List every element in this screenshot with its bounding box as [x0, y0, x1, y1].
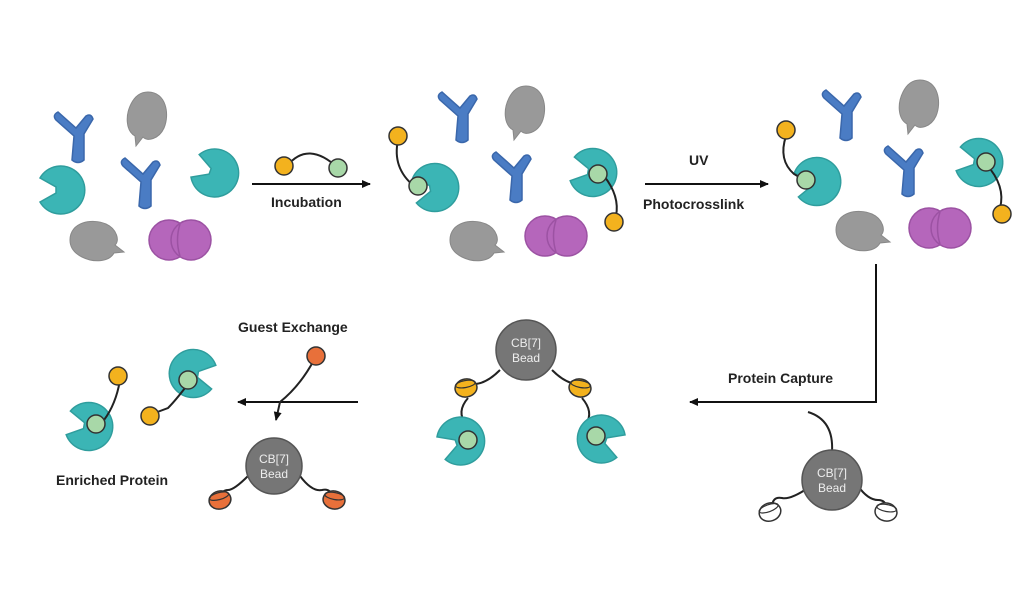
- bead-label-line1: CB[7]: [259, 452, 289, 466]
- probe-ligand: [586, 426, 606, 446]
- cb7-host: [755, 499, 785, 525]
- incubation-label: Incubation: [271, 194, 342, 210]
- dimer-protein: [524, 215, 588, 257]
- cb7-host-guest: [206, 487, 234, 513]
- cb7-bead: [245, 437, 303, 495]
- receptor-protein: [437, 91, 478, 144]
- incubation-step: [252, 152, 371, 188]
- probe-photocrosslinker: [388, 126, 408, 146]
- photocrosslink-label: Photocrosslink: [643, 196, 745, 212]
- pacman-protein: [186, 142, 247, 205]
- protein-capture-label: Protein Capture: [728, 370, 834, 386]
- drop-protein: [449, 220, 505, 262]
- probe-ligand: [328, 158, 348, 178]
- probe-photocrosslinker: [992, 204, 1012, 224]
- dimer-protein: [908, 207, 972, 249]
- enriched-protein-label: Enriched Protein: [56, 472, 169, 488]
- bead-label-line2: Bead: [818, 481, 846, 495]
- bead-label-line2: Bead: [260, 467, 288, 481]
- capture-connector: [807, 411, 834, 453]
- bead-linker: [473, 369, 501, 385]
- probe-photocrosslinker: [604, 212, 624, 232]
- bead-label-line1: CB[7]: [817, 466, 847, 480]
- bead-label-line2: Bead: [512, 351, 540, 365]
- drop-protein: [898, 79, 940, 135]
- probe-ligand: [976, 152, 996, 172]
- receptor-protein: [821, 89, 862, 142]
- cb7-host-bound: [452, 376, 480, 400]
- receptor-protein: [53, 111, 94, 164]
- probe-photocrosslinker: [140, 406, 160, 426]
- protein-mixture-panel: [39, 91, 247, 262]
- probe-ligand: [178, 370, 198, 390]
- probe-ligand: [796, 170, 816, 190]
- probe-photocrosslinker: [108, 366, 128, 386]
- probe-photocrosslinker: [274, 156, 294, 176]
- drop-protein: [504, 85, 546, 141]
- guest-exchange-branch: [273, 359, 315, 421]
- pacman-protein: [39, 165, 86, 215]
- dimer-protein: [148, 219, 212, 261]
- guest-exchange-step: [237, 346, 358, 421]
- receptor-protein: [491, 151, 532, 204]
- free-bead-group: CB[7] Bead: [755, 449, 900, 525]
- competing-guest: [306, 346, 326, 366]
- receptor-protein: [883, 145, 924, 198]
- probe-ligand: [408, 176, 428, 196]
- captured-complex: CB[7] Bead: [432, 319, 630, 472]
- receptor-protein: [120, 157, 161, 210]
- drop-protein: [835, 210, 891, 252]
- cb7-bead: [495, 319, 557, 381]
- crosslinked-panel: [776, 79, 1012, 252]
- probe-ligand: [458, 430, 478, 450]
- released-bead-group: CB[7] Bead: [206, 437, 348, 513]
- probe-bound-panel: [388, 85, 624, 262]
- uv-label: UV: [689, 152, 709, 168]
- cb7-host-guest: [320, 488, 348, 512]
- drop-protein: [126, 91, 168, 147]
- probe-ligand: [86, 414, 106, 434]
- drop-protein: [69, 220, 125, 262]
- cb7-host-bound: [566, 376, 594, 400]
- enriched-protein-panel: [63, 344, 219, 456]
- bead-label-line1: CB[7]: [511, 336, 541, 350]
- probe-ligand: [588, 164, 608, 184]
- protein-capture-arrow: [689, 264, 877, 406]
- probe-photocrosslinker: [776, 120, 796, 140]
- cb7-bead: [801, 449, 863, 511]
- guest-exchange-label: Guest Exchange: [238, 319, 348, 335]
- cb7-host: [872, 500, 900, 524]
- probe-linker: [782, 135, 805, 181]
